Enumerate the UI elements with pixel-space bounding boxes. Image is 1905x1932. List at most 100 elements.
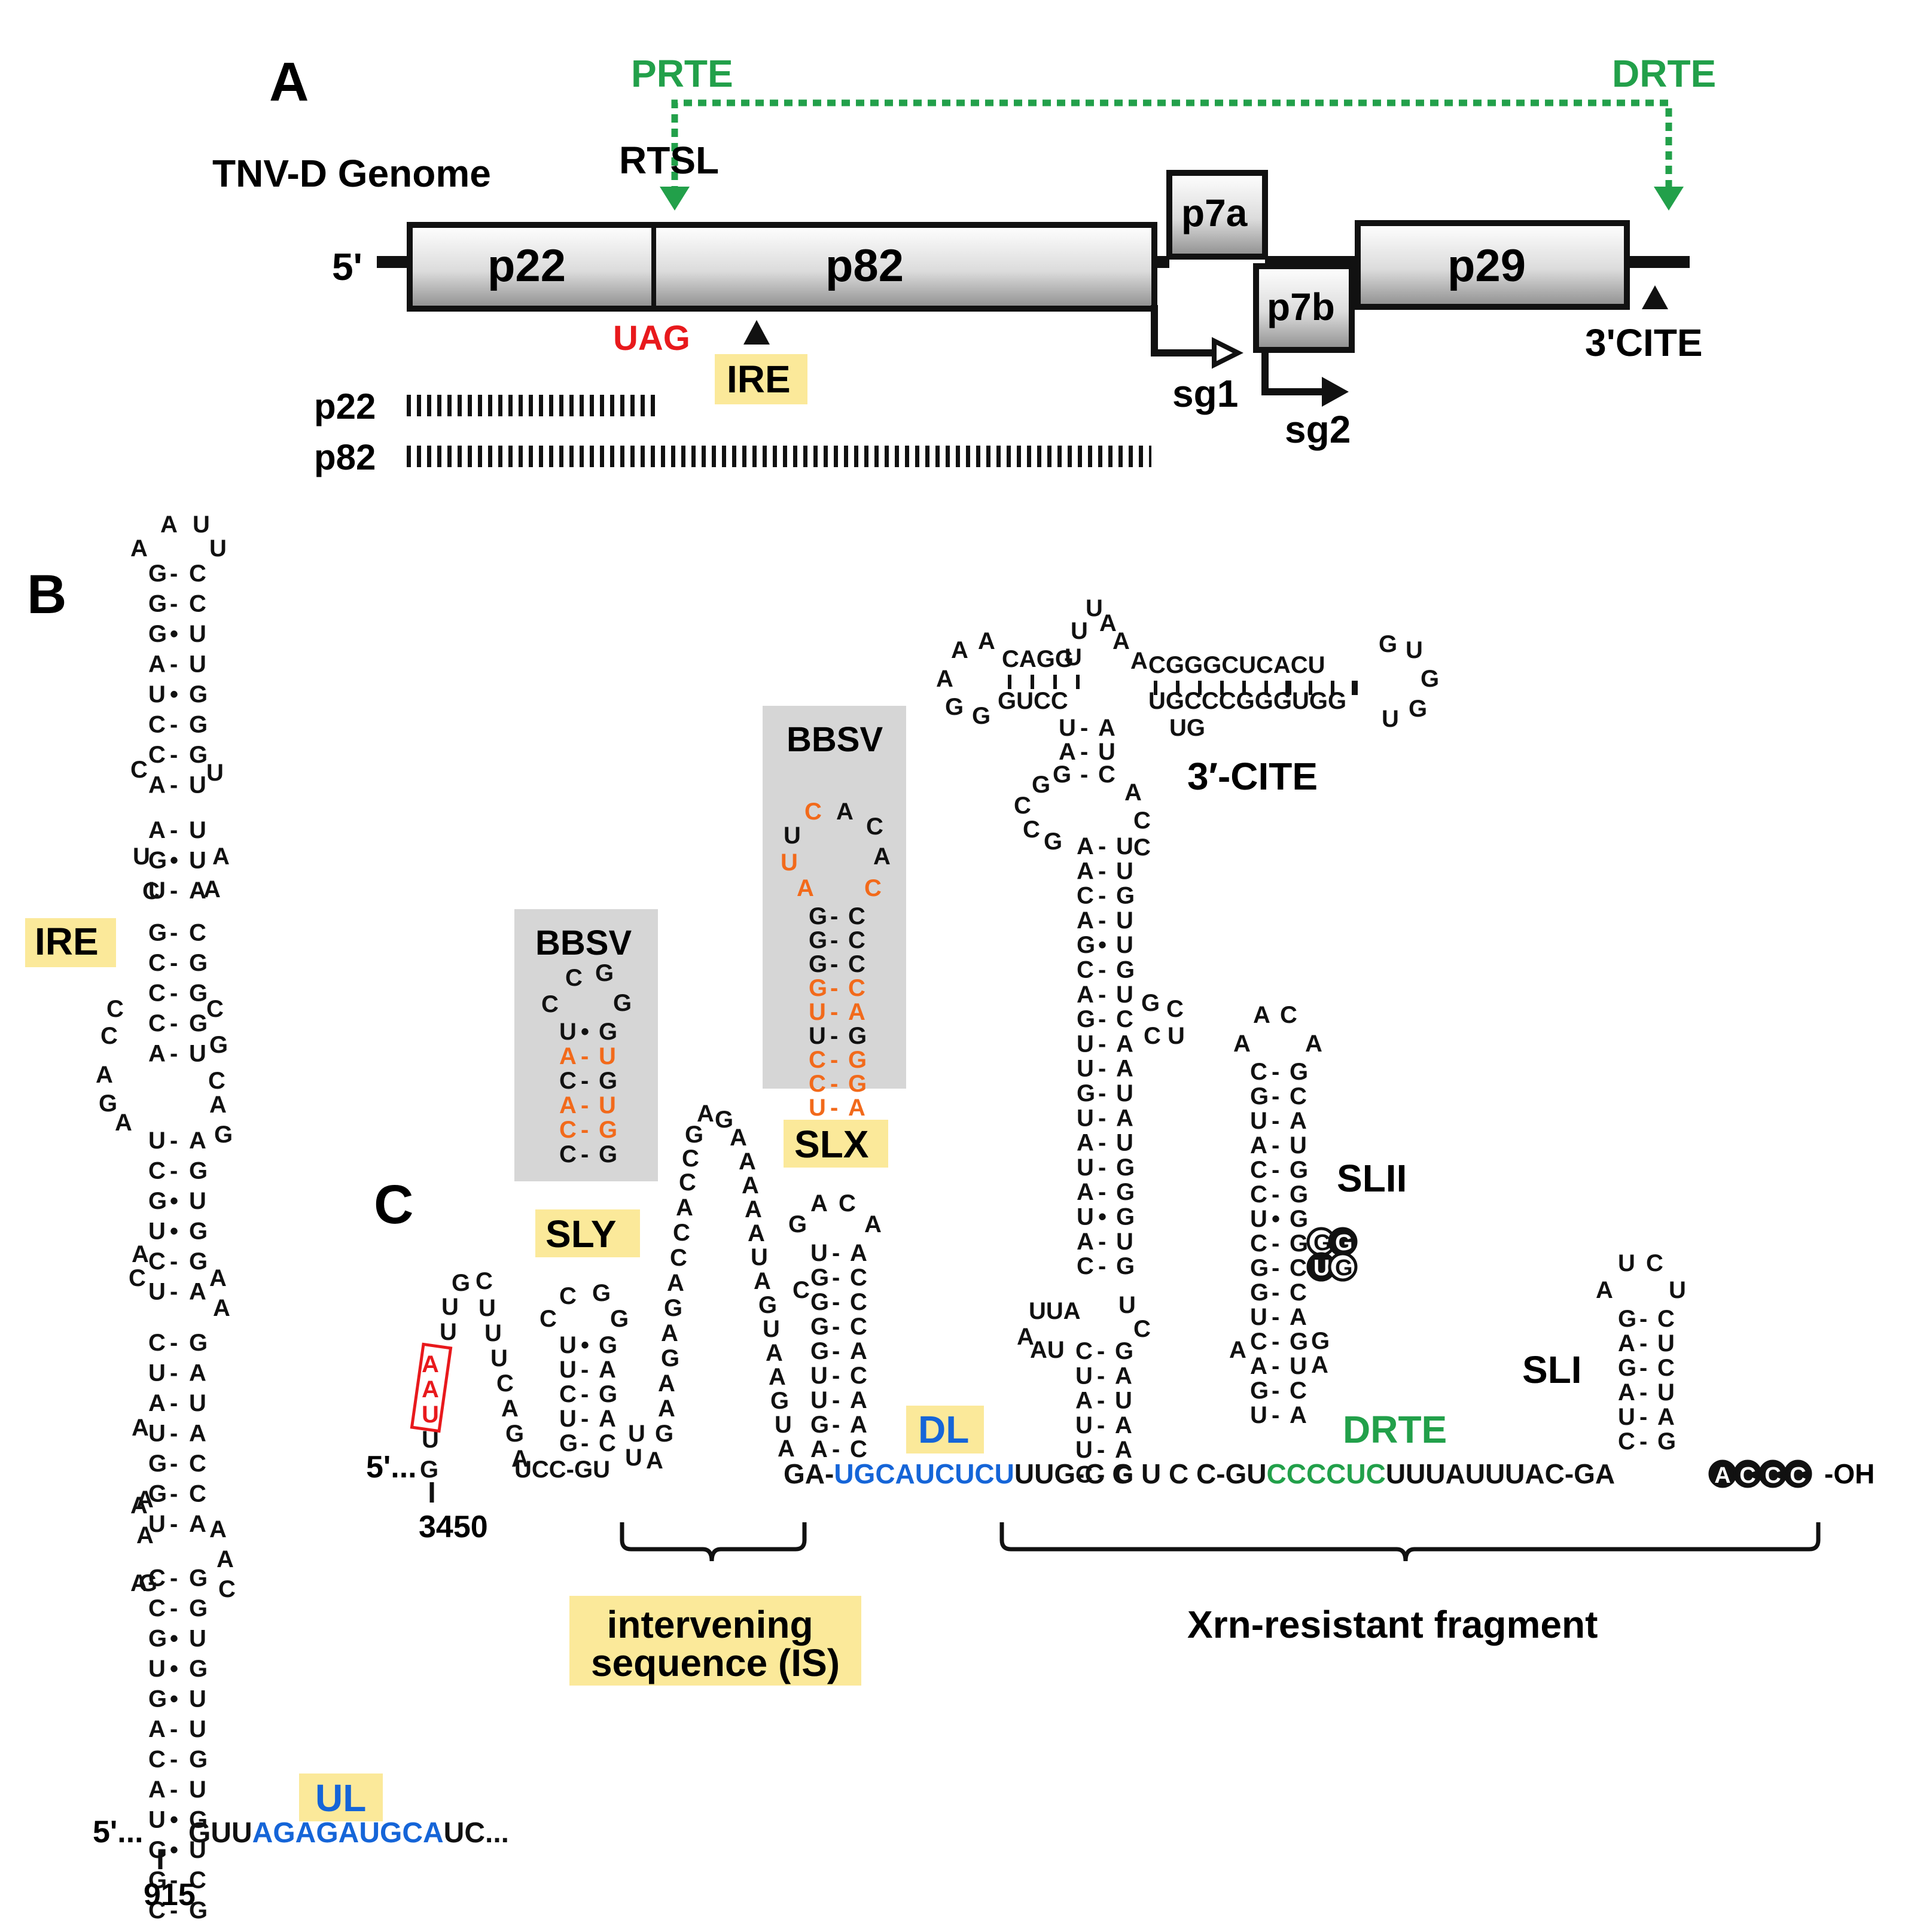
- cite-stem-pair: -: [1098, 1080, 1106, 1107]
- ire-bulge-nt: C: [218, 1576, 236, 1602]
- dl-label: DL: [918, 1408, 969, 1451]
- cite-label-a: 3'CITE: [1585, 321, 1703, 364]
- sl1-stem-nt: G: [1618, 1306, 1636, 1332]
- sl2-stem-pair: -: [1272, 1279, 1279, 1306]
- bbsv-label-sly: BBSV: [535, 924, 632, 962]
- cite-loop: U: [1065, 644, 1082, 671]
- bbsv-x-loop: C: [864, 875, 882, 901]
- is-nt: G: [715, 1107, 733, 1133]
- cite-loop: A: [978, 628, 995, 654]
- ire-stem-nt-left: C: [148, 1565, 166, 1592]
- ire-pair-symbol: •: [170, 621, 178, 647]
- ire-bulge-nt: C: [106, 996, 124, 1022]
- sl2-stem-pair: -: [1272, 1083, 1279, 1110]
- sl1-loop: U: [1618, 1250, 1635, 1276]
- ire-bulge-nt: A: [213, 1295, 230, 1321]
- ire-pair-symbol: •: [170, 1188, 178, 1214]
- bbsv-y-loop: G: [595, 960, 614, 986]
- slx-stem-nt: C: [850, 1436, 867, 1462]
- ire-stem-nt-right: U: [189, 1686, 206, 1712]
- ire-stem-nt-right: G: [189, 1807, 208, 1833]
- sl2-loop: C: [1280, 1002, 1297, 1028]
- cite-pair: -: [1080, 715, 1088, 741]
- slx-stem-pair: -: [832, 1363, 840, 1389]
- sl2-label: SLII: [1337, 1157, 1407, 1200]
- bbsv-x-stem-nt: G: [809, 975, 827, 1001]
- ire-stem-nt-left: C: [148, 980, 166, 1007]
- ire-stem-nt-right: U: [189, 1390, 206, 1416]
- sg2-label: sg2: [1285, 408, 1351, 451]
- sl2-stem-nt: U: [1290, 1353, 1307, 1379]
- sl2-stem-pair: -: [1272, 1328, 1279, 1355]
- cite-bulge: C: [1133, 834, 1151, 861]
- sl2-stem-nt: G: [1290, 1328, 1308, 1355]
- ire-bulge-nt: A: [132, 1241, 149, 1267]
- cite-stem-nt: U: [1077, 1031, 1094, 1057]
- ire-stem-nt-right: A: [189, 1127, 206, 1154]
- sg1-label: sg1: [1172, 372, 1238, 415]
- cite-arm: CGGGCUCACU: [1148, 652, 1325, 678]
- bbsv-label-slx: BBSV: [787, 720, 883, 759]
- bbsv-x-loop: A: [836, 799, 854, 825]
- bbsv-y-stem-pair: •: [581, 1019, 589, 1045]
- cite-stem-nt: U: [1077, 1154, 1094, 1181]
- ire-stem-nt-left: U: [148, 681, 166, 708]
- ire-bulge-nt: C: [129, 1265, 146, 1291]
- ire-stem-nt-right: U: [189, 1837, 206, 1863]
- ire-loop-nt: A: [130, 535, 148, 562]
- ire-stem-nt-right: A: [189, 877, 206, 904]
- cite-bulge: A: [1124, 779, 1142, 806]
- sl2-loop: A: [1233, 1031, 1251, 1057]
- panel-b-tail: GUUAGAGAUGCAUC...: [188, 1817, 509, 1849]
- ire-stem-nt-right: C: [189, 591, 206, 617]
- ire-stem-nt-right: G: [189, 712, 208, 738]
- is-nt: A: [778, 1436, 795, 1462]
- sly-stem-pair: -: [581, 1430, 589, 1456]
- ire-pair-symbol: -: [170, 560, 178, 587]
- bbsv-x-stem-nt: C: [848, 975, 865, 1001]
- orf-p82-label: p82: [825, 240, 904, 291]
- is-nt: A: [646, 1448, 663, 1474]
- sl1-stem-nt: C: [1618, 1428, 1635, 1455]
- sl2-stem-nt: G: [1250, 1378, 1269, 1404]
- slx-loop: C: [793, 1277, 810, 1303]
- cite-arm: CAGG: [1002, 646, 1074, 672]
- sl2-stem-pair: -: [1272, 1402, 1279, 1428]
- ire-stem-nt-right: G: [189, 1747, 208, 1773]
- is-nt: A: [769, 1364, 786, 1390]
- slx-stem-nt: G: [810, 1289, 829, 1315]
- sly-loop: G: [592, 1280, 611, 1306]
- sl2-circled-nt-ring: [1328, 1252, 1358, 1282]
- sl2-stem-pair: -: [1272, 1181, 1279, 1208]
- is-nt: A: [667, 1270, 684, 1296]
- bbsv-x-stem-pair: -: [830, 1023, 838, 1049]
- cite-loop: G: [945, 694, 964, 720]
- sl2-stem-nt: U: [1250, 1402, 1267, 1428]
- sly-stem-nt: U: [559, 1332, 577, 1358]
- ire-stem-nt-left: A: [148, 817, 166, 843]
- sl1-stem-pair: -: [1639, 1379, 1647, 1406]
- sly-stem-nt: U: [559, 1406, 577, 1432]
- sl2-stem-pair: -: [1272, 1108, 1279, 1134]
- ire-stem-nt-left: U: [148, 1127, 166, 1154]
- cite-stem-nt: G: [1116, 957, 1135, 983]
- ire-bulge-nt: G: [209, 1032, 228, 1058]
- sequence-segment: UGCAUCUCU: [834, 1458, 1014, 1489]
- bbsv-x-stem-nt: U: [809, 999, 826, 1025]
- sl1-loop: U: [1669, 1277, 1686, 1303]
- ire-stem-nt-right: C: [189, 1481, 206, 1507]
- c-nt: U: [422, 1401, 439, 1428]
- pos-915-label: 915: [144, 1878, 196, 1912]
- ire-pair-symbol: -: [170, 772, 178, 799]
- sl2-stem-nt: A: [1290, 1304, 1307, 1330]
- slx-stem-nt: A: [850, 1387, 867, 1413]
- is-label-line-1: intervening: [607, 1603, 813, 1646]
- sl1-label: SLI: [1522, 1348, 1582, 1391]
- drte-label-c: DRTE: [1343, 1408, 1447, 1451]
- cite-loop: A: [1099, 610, 1117, 636]
- ire-stem-nt-left: U: [148, 1218, 166, 1245]
- sl1-stem-nt: C: [1657, 1306, 1675, 1332]
- sl1-stem-pair: -: [1639, 1355, 1647, 1381]
